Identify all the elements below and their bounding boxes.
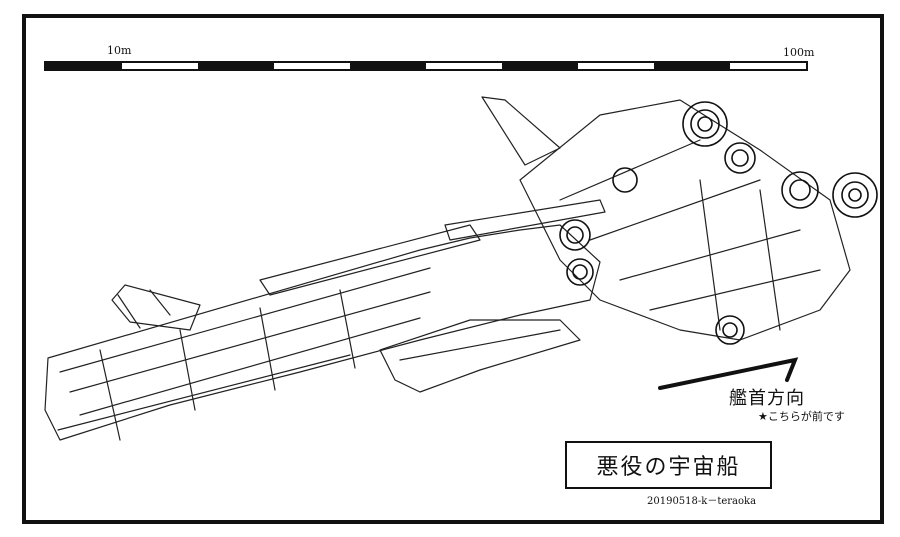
scale-segment	[654, 63, 730, 69]
scale-segment	[350, 63, 426, 69]
scale-segment	[426, 63, 502, 69]
front-note: ★こちらが前です	[758, 410, 845, 423]
scale-label-100m: 100m	[783, 46, 815, 59]
scale-segment	[46, 63, 122, 69]
scale-bar	[44, 61, 808, 71]
credit-line: 20190518-k－teraoka	[647, 496, 757, 507]
scale-label-10m: 10m	[107, 44, 132, 57]
scale-segment	[578, 63, 654, 69]
drawing-title: 悪役の宇宙船	[596, 455, 741, 480]
scale-segment	[198, 63, 274, 69]
bow-direction-label: 艦首方向	[729, 388, 805, 409]
scale-segment	[502, 63, 578, 69]
title-box: 悪役の宇宙船	[565, 441, 772, 489]
scale-segment	[122, 63, 198, 69]
scale-segment	[730, 63, 806, 69]
drawing-frame	[22, 14, 884, 524]
scale-segment	[274, 63, 350, 69]
